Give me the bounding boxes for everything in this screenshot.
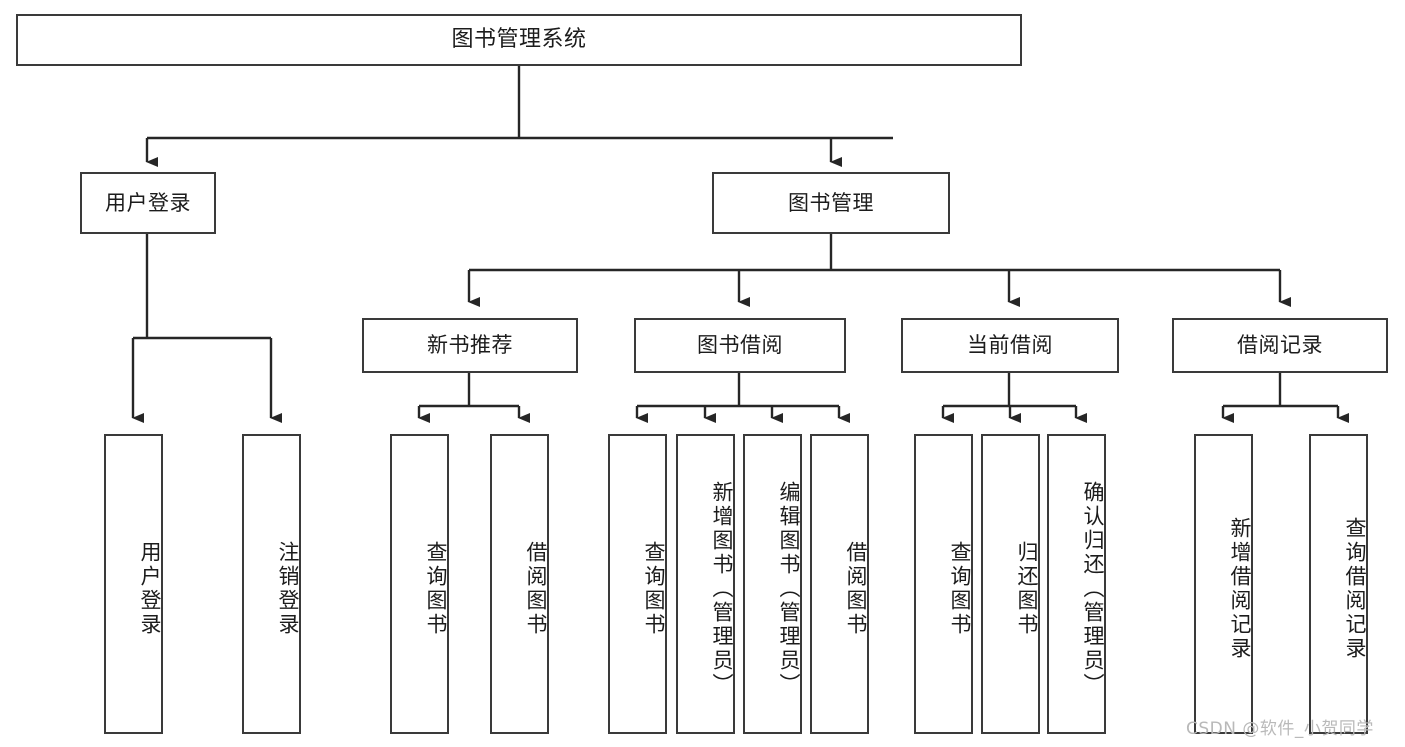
leaf-label: 确认归还（管理员） bbox=[1081, 481, 1105, 697]
leaf-borrow-borrow-book[interactable]: 借阅图书 bbox=[810, 434, 869, 734]
leaf-borrow-add-book-admin[interactable]: 新增图书（管理员） bbox=[676, 434, 735, 734]
leaf-record-query-borrow-record[interactable]: 查询借阅记录 bbox=[1309, 434, 1368, 734]
node-user-login[interactable]: 用户登录 bbox=[80, 172, 216, 234]
leaf-label: 查询图书 bbox=[948, 541, 972, 637]
node-new-book-recommend[interactable]: 新书推荐 bbox=[362, 318, 578, 373]
csdn-watermark: CSDN @软件_小贺同学 bbox=[1186, 719, 1374, 739]
leaf-current-confirm-return-admin[interactable]: 确认归还（管理员） bbox=[1047, 434, 1106, 734]
leaf-label: 用户登录 bbox=[138, 541, 162, 637]
leaf-user-login-login[interactable]: 用户登录 bbox=[104, 434, 163, 734]
leaf-label: 查询图书 bbox=[424, 541, 448, 637]
leaf-label: 借阅图书 bbox=[524, 541, 548, 637]
node-book-management[interactable]: 图书管理 bbox=[712, 172, 950, 234]
leaf-current-query-book[interactable]: 查询图书 bbox=[914, 434, 973, 734]
leaf-recommend-query-book[interactable]: 查询图书 bbox=[390, 434, 449, 734]
leaf-label: 注销登录 bbox=[276, 541, 300, 637]
leaf-record-add-borrow-record[interactable]: 新增借阅记录 bbox=[1194, 434, 1253, 734]
leaf-label: 查询图书 bbox=[642, 541, 666, 637]
leaf-label: 查询借阅记录 bbox=[1343, 517, 1367, 661]
leaf-label: 新增借阅记录 bbox=[1228, 517, 1252, 661]
node-borrow-record[interactable]: 借阅记录 bbox=[1172, 318, 1388, 373]
leaf-current-return-book[interactable]: 归还图书 bbox=[981, 434, 1040, 734]
leaf-label: 新增图书（管理员） bbox=[710, 481, 734, 697]
leaf-label: 借阅图书 bbox=[844, 541, 868, 637]
leaf-borrow-edit-book-admin[interactable]: 编辑图书（管理员） bbox=[743, 434, 802, 734]
leaf-label: 编辑图书（管理员） bbox=[777, 481, 801, 697]
node-root-system[interactable]: 图书管理系统 bbox=[16, 14, 1022, 66]
leaf-recommend-borrow-book[interactable]: 借阅图书 bbox=[490, 434, 549, 734]
leaf-label: 归还图书 bbox=[1015, 541, 1039, 637]
node-book-borrow[interactable]: 图书借阅 bbox=[634, 318, 846, 373]
node-current-borrow[interactable]: 当前借阅 bbox=[901, 318, 1119, 373]
leaf-borrow-query-book[interactable]: 查询图书 bbox=[608, 434, 667, 734]
leaf-user-login-logout[interactable]: 注销登录 bbox=[242, 434, 301, 734]
